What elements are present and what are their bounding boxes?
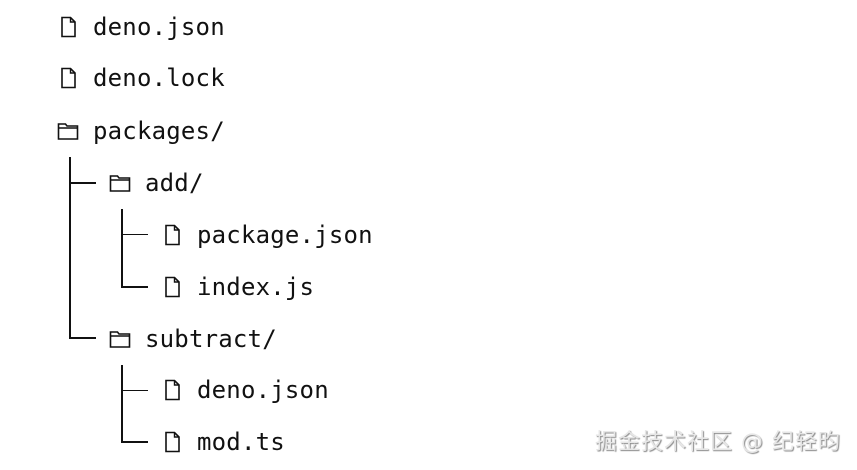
watermark: 掘金技术社区 @ 纪轻昀 bbox=[595, 430, 841, 455]
tree-item-label: package.json bbox=[197, 221, 373, 249]
tree-item-mod-ts[interactable]: mod.ts bbox=[161, 427, 285, 457]
tree-item-label: index.js bbox=[197, 273, 315, 301]
tree-item-package-json[interactable]: package.json bbox=[161, 220, 373, 250]
tree-item-label: add/ bbox=[145, 169, 204, 197]
file-icon bbox=[161, 276, 183, 298]
tree-line-mod-ts-branch bbox=[121, 441, 148, 443]
tree-line-package-json-branch bbox=[121, 234, 148, 235]
tree-item-deno-lock[interactable]: deno.lock bbox=[57, 63, 225, 93]
file-icon bbox=[161, 431, 183, 453]
tree-item-label: deno.lock bbox=[93, 64, 225, 92]
file-icon bbox=[161, 224, 183, 246]
tree-item-label: deno.json bbox=[93, 13, 225, 41]
folder-icon bbox=[109, 172, 131, 194]
tree-item-subtract-folder[interactable]: subtract/ bbox=[109, 324, 277, 354]
tree-line-add-branch bbox=[69, 182, 96, 184]
file-icon bbox=[161, 379, 183, 401]
folder-icon bbox=[57, 120, 79, 142]
file-icon bbox=[57, 16, 79, 38]
tree-line-add-vertical bbox=[121, 209, 123, 288]
tree-line-subtract-vertical bbox=[121, 365, 123, 443]
tree-item-label: packages/ bbox=[93, 117, 225, 145]
file-icon bbox=[57, 67, 79, 89]
tree-item-packages-folder[interactable]: packages/ bbox=[57, 116, 225, 146]
tree-item-label: mod.ts bbox=[197, 428, 285, 456]
tree-line-packages-vertical bbox=[69, 157, 71, 339]
tree-item-label: deno.json bbox=[197, 376, 329, 404]
tree-item-index-js[interactable]: index.js bbox=[161, 272, 314, 302]
folder-icon bbox=[109, 328, 131, 350]
tree-item-label: subtract/ bbox=[145, 325, 277, 353]
tree-line-deno-json-branch bbox=[121, 390, 148, 391]
tree-line-subtract-branch bbox=[69, 337, 96, 339]
tree-item-deno-json[interactable]: deno.json bbox=[57, 12, 225, 42]
tree-item-subtract-deno-json[interactable]: deno.json bbox=[161, 375, 329, 405]
tree-item-add-folder[interactable]: add/ bbox=[109, 168, 204, 198]
tree-line-index-js-branch bbox=[121, 286, 148, 288]
